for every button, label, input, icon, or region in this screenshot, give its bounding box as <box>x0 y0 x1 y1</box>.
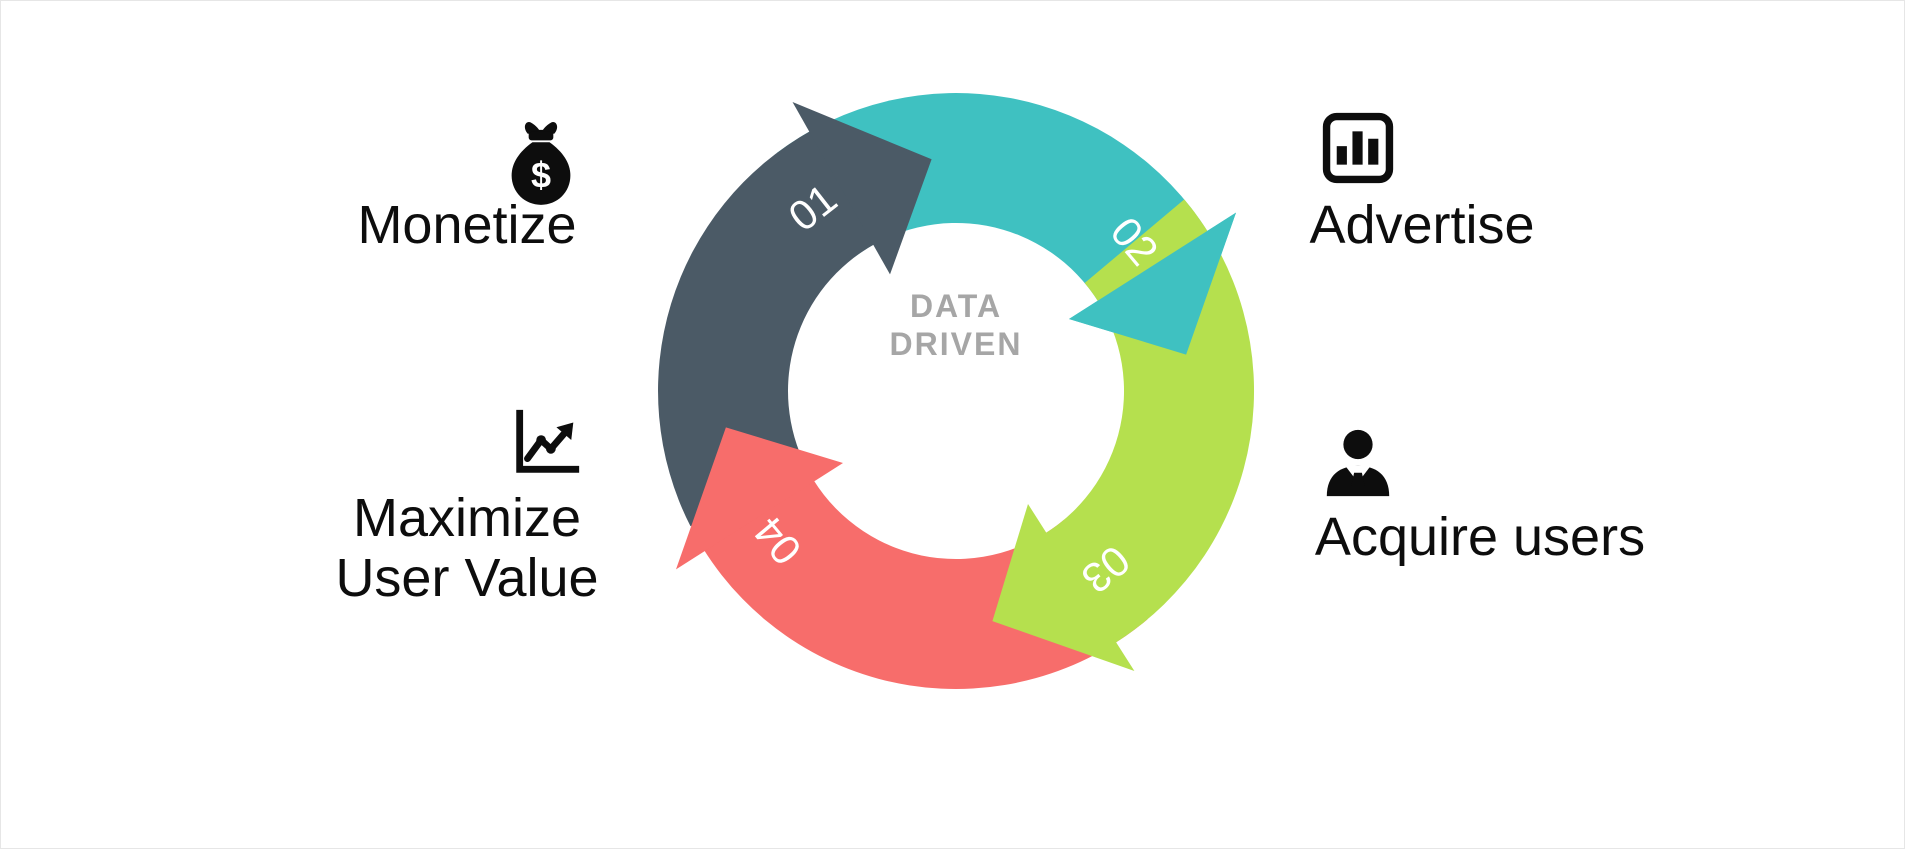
center-label-line2: DRIVEN <box>889 326 1023 362</box>
cycle-arrowhead-04 <box>676 427 843 570</box>
label-maximize-user-value: Maximize User Value <box>335 488 598 608</box>
cycle-segment-01 <box>658 130 875 527</box>
user-icon <box>1319 424 1397 502</box>
label-advertise: Advertise <box>1309 195 1535 255</box>
cycle-segment-04 <box>703 480 1148 690</box>
label-acquire-users: Acquire users <box>1314 507 1646 567</box>
cycle-center-label: DATA DRIVEN <box>890 287 1023 363</box>
cycle-arrowhead-01 <box>792 102 932 275</box>
label-maximize-line2: User Value <box>335 548 599 608</box>
label-maximize-line1: Maximize <box>352 488 582 548</box>
center-label-line1: DATA <box>909 288 1003 324</box>
line-chart-icon <box>507 404 585 482</box>
bar-chart-icon <box>1321 111 1395 185</box>
cycle-segment-03 <box>1045 199 1255 644</box>
money-bag-icon: $ <box>503 120 579 211</box>
cycle-arrowhead-02 <box>1069 212 1236 355</box>
cycle-arrowhead-03 <box>992 504 1135 671</box>
svg-text:$: $ <box>531 155 551 196</box>
label-monetize: Monetize <box>357 195 577 255</box>
